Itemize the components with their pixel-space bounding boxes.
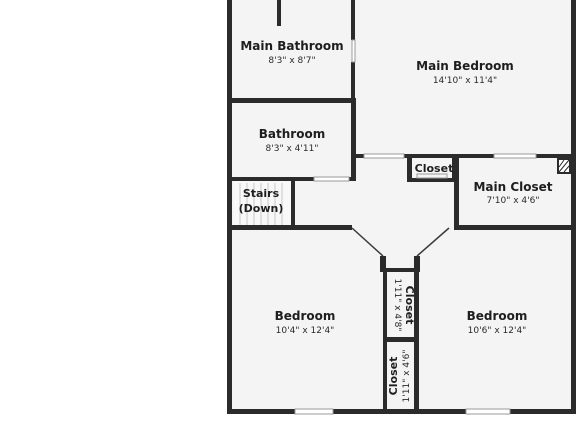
- door-swings: [351, 227, 450, 257]
- room-label-bedroom-right: Bedroom 10'6" x 12'4": [467, 309, 528, 336]
- room-dims: 8'3" x 8'7": [268, 56, 315, 66]
- room-dims: 7'10" x 4'6": [487, 196, 540, 206]
- room-label-main-bedroom: Main Bedroom 14'10" x 11'4": [416, 59, 514, 86]
- windows: [294, 39, 537, 415]
- room-name: Bedroom: [467, 309, 528, 323]
- room-name: Closet: [387, 357, 400, 396]
- vent-hatch: [557, 158, 571, 174]
- room-name: Bedroom: [275, 309, 336, 323]
- room-name: Main Bathroom: [240, 39, 343, 53]
- room-name: Closet: [415, 162, 454, 175]
- wall-outer-left: [227, 0, 232, 414]
- room-dims: 1'11" x 4'8": [392, 279, 402, 332]
- room-label-stairs: Stairs (Down): [239, 187, 284, 215]
- room-name: Bathroom: [259, 127, 325, 141]
- room-name: Closet: [403, 286, 416, 325]
- room-dims: 10'4" x 12'4": [276, 326, 335, 336]
- room-name: Main Bedroom: [416, 59, 514, 73]
- wall-outer-right: [571, 0, 576, 414]
- room-dims: 14'10" x 11'4": [433, 76, 497, 86]
- stairs-label-line2: (Down): [239, 202, 284, 215]
- wall-outer-bottom: [227, 409, 576, 414]
- closet-door-opening: [416, 173, 448, 179]
- room-dims: 1'11" x 4'6": [402, 350, 412, 403]
- room-label-closet-mid: Closet 1'11" x 4'8": [392, 279, 416, 332]
- room-label-main-closet: Main Closet 7'10" x 4'6": [473, 180, 552, 206]
- room-label-bathroom: Bathroom 8'3" x 4'11": [259, 127, 325, 154]
- room-name: Main Closet: [473, 180, 552, 194]
- room-label-main-bathroom: Main Bathroom 8'3" x 8'7": [240, 39, 343, 66]
- room-dims: 8'3" x 4'11": [266, 144, 319, 154]
- walls: [227, 0, 576, 414]
- room-label-closet-top: Closet: [415, 162, 454, 175]
- room-label-bedroom-left: Bedroom 10'4" x 12'4": [275, 309, 336, 336]
- room-dims: 10'6" x 12'4": [468, 326, 527, 336]
- room-label-closet-low: Closet 1'11" x 4'6": [387, 350, 412, 403]
- stair-treads: [234, 181, 292, 225]
- stairs-label-line1: Stairs: [243, 187, 280, 200]
